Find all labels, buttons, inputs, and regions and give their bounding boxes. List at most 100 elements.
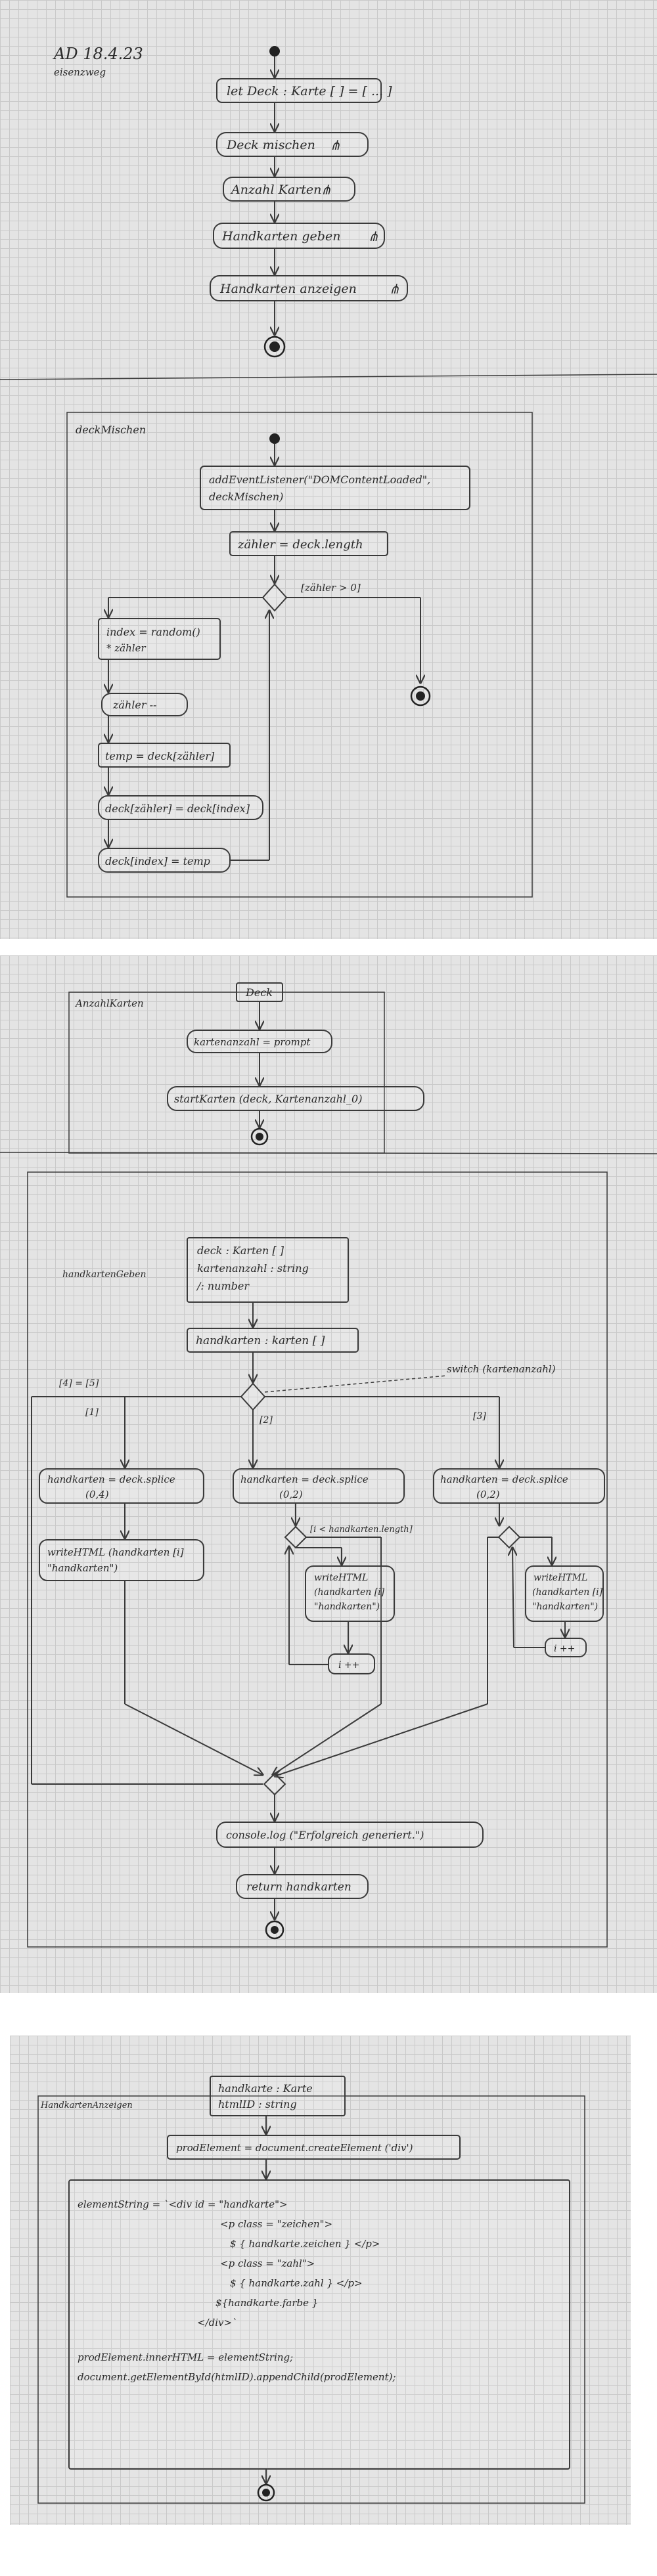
- frame-anzahl-karten-label: AnzahlKarten: [74, 997, 144, 1009]
- node-zaehler-label: zähler = deck.length: [237, 538, 363, 552]
- sheet-1-drawing: AD 18.4.23 eisenzweg let Deck : Karte [ …: [0, 45, 657, 898]
- guard-3: [3]: [473, 1411, 486, 1422]
- frame-deck-mischen-label: deckMischen: [76, 424, 146, 436]
- frame-deck-mischen: [66, 412, 533, 898]
- node-listener-line-1: addEventListener("DOMContentLoaded",: [209, 473, 430, 486]
- node-deck-mischen: [216, 132, 369, 157]
- frame-handkarten-anzeigen: [37, 2095, 585, 2504]
- node-let-deck: [216, 78, 382, 103]
- decision-loop-3: [497, 1525, 521, 1549]
- node-splice-3: [433, 1468, 605, 1504]
- code-line-zeichen-value: $ { handkarte.zeichen } </p>: [230, 2238, 380, 2250]
- node-handkarten-anzeigen: [210, 275, 408, 301]
- write-3-line-3: "handkarten"): [532, 1602, 598, 1612]
- node-handkarten-geben-label: Handkarten geben: [221, 229, 340, 244]
- diagram-sheet-3: [10, 2036, 631, 2525]
- diagram-sheet-2: [0, 955, 657, 1993]
- node-write-2: [305, 1565, 395, 1622]
- splice-1-line-2: (0,4): [85, 1489, 109, 1500]
- write-1-line-2: "handkarten"): [47, 1562, 118, 1574]
- param-deck: deck : Karten [ ]: [197, 1244, 284, 1257]
- guard-1: [1]: [85, 1407, 99, 1418]
- frame-handkarten-anzeigen-label: HandkartenAnzeigen: [40, 2101, 133, 2110]
- incr-2-label: i ++: [338, 1660, 359, 1670]
- param-number: /: number: [196, 1280, 250, 1292]
- node-swap: [98, 795, 263, 820]
- final-node: [257, 2483, 275, 2502]
- decision-switch: [240, 1382, 266, 1411]
- code-line-p-zahl: <p class = "zahl">: [220, 2258, 315, 2269]
- code-block: [68, 2179, 570, 2470]
- frame-anzahl-karten: [68, 992, 385, 1154]
- node-listener-line-2: deckMischen): [209, 491, 283, 503]
- final-node: [265, 1920, 284, 1940]
- node-zaehler: [229, 531, 388, 556]
- node-handkarten-anzeigen-label: Handkarten anzeigen: [219, 282, 357, 296]
- node-decrement-label: zähler --: [112, 699, 156, 711]
- node-random-index: [98, 618, 221, 660]
- param-deck-label: Deck: [245, 986, 273, 999]
- param-kartenanzahl: kartenanzahl : string: [197, 1262, 309, 1275]
- frame-handkarten-geben-label: handkartenGeben: [62, 1269, 147, 1280]
- node-return-label: return handkarten: [246, 1881, 351, 1894]
- code-line-div-close: </div>`: [197, 2317, 237, 2328]
- node-splice-2: [233, 1468, 405, 1504]
- node-write-1: [39, 1539, 204, 1581]
- loop-guard-2: [i < handkarten.length]: [310, 1525, 413, 1535]
- sheet-header: AD 18.4.23: [53, 45, 143, 63]
- write-3-line-1: writeHTML: [533, 1573, 587, 1583]
- node-temp-label: temp = deck[zähler]: [105, 750, 215, 762]
- code-line-append-child: document.getElementById(htmlID).appendCh…: [78, 2371, 396, 2383]
- guard-2: [2]: [260, 1415, 273, 1426]
- write-1-line-1: writeHTML (handkarten [i]: [47, 1546, 184, 1558]
- param-handkarte: handkarte : Karte: [218, 2082, 313, 2095]
- sheet-subheader: eisenzweg: [54, 66, 106, 78]
- node-handkarten: [187, 1328, 359, 1353]
- node-anzahl-karten-label: Anzahl Karten: [230, 183, 321, 197]
- param-block: [187, 1237, 349, 1303]
- guard-left: [4] = [5]: [59, 1378, 99, 1389]
- code-line-farbe-value: ${handkarte.farbe }: [215, 2297, 318, 2309]
- node-temp: [98, 743, 231, 768]
- node-add-event-listener: [200, 466, 470, 510]
- node-swap-label: deck[zähler] = deck[index]: [105, 802, 250, 815]
- incr-3-label: i ++: [554, 1644, 575, 1654]
- splice-1-line-1: handkarten = deck.splice: [47, 1474, 175, 1485]
- call-behavior-icon: ⋔: [368, 229, 379, 244]
- write-3-line-2: (handkarten [i]: [532, 1587, 603, 1598]
- node-create-element: [167, 2135, 461, 2160]
- node-prompt-label: kartenanzahl = prompt: [194, 1036, 311, 1048]
- splice-3-line-2: (0,2): [476, 1489, 500, 1500]
- splice-3-line-1: handkarten = deck.splice: [440, 1474, 568, 1485]
- call-behavior-icon: ⋔: [389, 281, 400, 297]
- node-start-karten: [167, 1086, 424, 1111]
- frame-handkarten-geben: [27, 1171, 608, 1948]
- merge-node: [263, 1772, 286, 1796]
- splice-2-line-1: handkarten = deck.splice: [240, 1474, 369, 1485]
- node-random-line-1: index = random(): [106, 626, 200, 638]
- node-let-deck-label: let Deck : Karte [ ] = [ ... ]: [227, 84, 392, 98]
- write-2-line-3: "handkarten"): [314, 1602, 380, 1612]
- code-line-inner-html: prodElement.innerHTML = elementString;: [78, 2351, 293, 2363]
- node-splice-1: [39, 1468, 204, 1504]
- write-2-line-2: (handkarten [i]: [314, 1587, 385, 1598]
- node-console-log-label: console.log ("Erfolgreich generiert."): [226, 1829, 424, 1841]
- node-return: [236, 1874, 369, 1899]
- node-handkarten-label: handkarten : karten [ ]: [196, 1334, 325, 1347]
- node-handkarten-geben: [213, 223, 385, 249]
- initial-node: [269, 46, 280, 56]
- code-line-p-zeichen: <p class = "zeichen">: [220, 2218, 332, 2230]
- initial-node: [269, 433, 280, 444]
- node-assign-label: deck[index] = temp: [105, 855, 210, 867]
- node-random-line-2: * zähler: [106, 642, 146, 654]
- write-2-line-1: writeHTML: [314, 1573, 368, 1583]
- param-html-id: htmlID : string: [218, 2098, 297, 2110]
- sheet-2-drawing: AnzahlKarten Deck kartenanzahl = prompt …: [0, 982, 657, 1948]
- final-node: [263, 336, 286, 358]
- node-deck-mischen-label: Deck mischen: [226, 138, 315, 152]
- decision-loop: [261, 583, 288, 612]
- final-node: [250, 1127, 269, 1146]
- node-decrement: [101, 693, 188, 716]
- code-line-zahl-value: $ { handkarte.zahl } </p>: [230, 2277, 363, 2289]
- call-behavior-icon: ⋔: [321, 182, 332, 198]
